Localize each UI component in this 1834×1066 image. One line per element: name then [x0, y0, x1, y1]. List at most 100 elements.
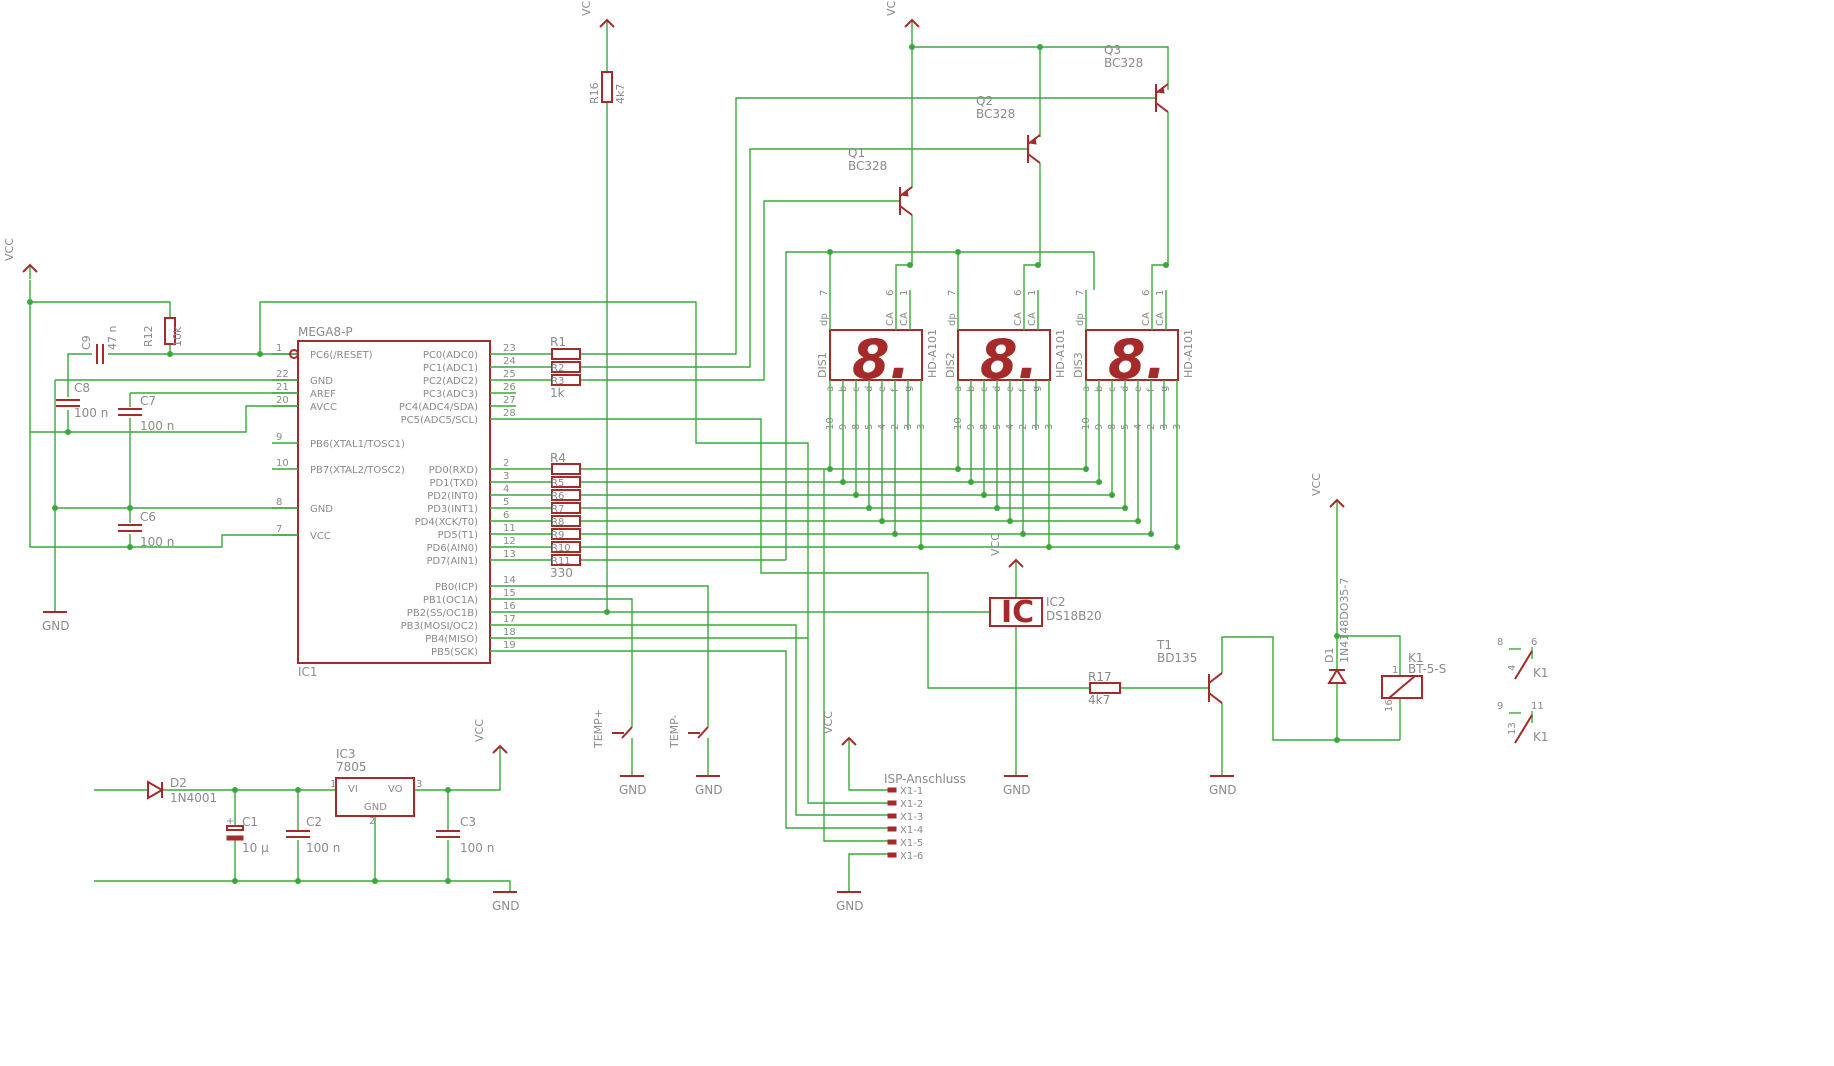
c1-name: C1: [242, 815, 258, 829]
c6-name: C6: [140, 510, 156, 524]
display-name: DIS2: [944, 352, 957, 378]
ic1-pin-name: PD4(XCK/T0): [415, 517, 478, 528]
r4-sub-name: R8: [551, 517, 564, 528]
isp-pin-marker: [887, 800, 897, 806]
vcc-arrow: [841, 736, 857, 746]
button-lever: [697, 726, 709, 739]
wire: [1023, 264, 1038, 290]
wire: [29, 280, 298, 548]
junction-dot: [981, 492, 987, 498]
ic1-pin-number: 20: [276, 395, 289, 406]
relay-contact-number: 8: [1497, 637, 1503, 648]
r16-name: R16: [588, 82, 601, 104]
wire: [516, 624, 890, 816]
display-pin-number: 3: [1031, 424, 1042, 430]
display-pin-name: d: [1120, 386, 1131, 392]
wire: [414, 760, 501, 791]
ic1-pin-number: 8: [276, 497, 282, 508]
junction-dot: [968, 479, 974, 485]
isp-pin-label: X1-3: [900, 812, 923, 823]
d2-name: D2: [170, 776, 187, 790]
wires: [27, 34, 1401, 892]
vcc-label: VCC: [885, 0, 898, 16]
isp-pin-marker: [887, 852, 897, 858]
junction-dot: [1135, 518, 1141, 524]
vcc-label: VCC: [822, 711, 835, 734]
gnd-label: GND: [1209, 783, 1237, 797]
d1-name: D1: [1323, 648, 1336, 663]
resistor-body: [551, 554, 581, 566]
ic1-pin-name: PB0(ICP): [435, 582, 478, 593]
junction-dot: [445, 878, 451, 884]
ic1-pin-number: 5: [503, 497, 509, 508]
ic1-pin-name: PD2(INT0): [427, 491, 478, 502]
junction-dot: [1007, 518, 1013, 524]
resistor-body: [551, 541, 581, 553]
display-pin-name: c: [1107, 387, 1118, 393]
ic1-pin-number: 9: [276, 432, 282, 443]
relay-contact-number: 9: [1497, 701, 1503, 712]
display-pin-name: d: [992, 386, 1003, 392]
display-pin-number: 3: [1172, 424, 1183, 430]
resistor-body: [551, 348, 581, 360]
resistor-body: [551, 476, 581, 488]
c2-value: 100 n: [306, 841, 340, 855]
ic1-pin-number: 15: [503, 588, 516, 599]
vcc-arrow: [904, 18, 920, 28]
ic1-pin-name: PC0(ADC0): [423, 350, 478, 361]
r4-sub-name: R11: [551, 556, 571, 567]
ic1-pin-name: PD0(RXD): [429, 465, 478, 476]
relay-pin: 1: [1392, 665, 1398, 676]
ic3-pin: 1: [330, 779, 336, 790]
ic1-pin-name: VCC: [310, 531, 331, 542]
seven-segment-body: [1085, 329, 1179, 381]
components: [22, 18, 1533, 893]
relay-coil: [1381, 675, 1423, 699]
display-pin-name: b: [1094, 386, 1105, 392]
relay-contact-number: 13: [1507, 722, 1518, 735]
vcc-label: VCC: [473, 719, 486, 742]
gnd-label: GND: [492, 899, 520, 913]
display-pin-number: 7: [947, 290, 958, 296]
ic2-name: IC2: [1046, 595, 1066, 609]
display-pin-number: 3: [1159, 424, 1170, 430]
capacitor-plate: [226, 825, 244, 831]
r4-sub-name: R5: [551, 478, 564, 489]
r17-value: 4k7: [1088, 693, 1110, 707]
ic1-pin-name: PC5(ADC5/SCL): [401, 415, 478, 426]
seven-segment-glyph: 8.: [852, 328, 910, 391]
button-lever: [621, 726, 633, 739]
wire: [516, 650, 890, 829]
r4-sub-name: R6: [551, 491, 564, 502]
resistor-body: [1089, 682, 1121, 694]
display-pin-number: 10: [953, 417, 964, 430]
r17-name: R17: [1088, 670, 1112, 684]
polarity-mark: +: [226, 816, 234, 827]
isp-pin-marker: [887, 826, 897, 832]
gnd-label: GND: [619, 783, 647, 797]
display-pin-number: 6: [885, 290, 896, 296]
seven-segment-glyph: 8.: [1108, 328, 1166, 391]
ic1-pin-number: 25: [503, 369, 516, 380]
resistor-body: [164, 317, 176, 345]
junction-dot: [1037, 44, 1043, 50]
display-pin-name: CA: [885, 312, 896, 326]
ic1-pin-number: 2: [503, 458, 509, 469]
c9-value: 47 n: [106, 326, 119, 350]
junction-dot: [372, 878, 378, 884]
temperature-sensor-body: [989, 597, 1043, 627]
emitter-arrow: [900, 188, 909, 197]
ic1-pin-number: 17: [503, 614, 516, 625]
junction-dot: [918, 544, 924, 550]
wire: [259, 301, 890, 804]
ic1-pin-name: PB1(OC1A): [423, 595, 478, 606]
isp-pin-label: X1-5: [900, 838, 923, 849]
junction-dot: [994, 505, 1000, 511]
display-pin-number: 8: [979, 424, 990, 430]
wire: [848, 853, 890, 892]
display-pin-number: 1: [1027, 290, 1038, 296]
ic1-pin-name: PB5(SCK): [431, 647, 478, 658]
r4-value: 330: [550, 566, 573, 580]
c3-name: C3: [460, 815, 476, 829]
junction-dot: [445, 787, 451, 793]
